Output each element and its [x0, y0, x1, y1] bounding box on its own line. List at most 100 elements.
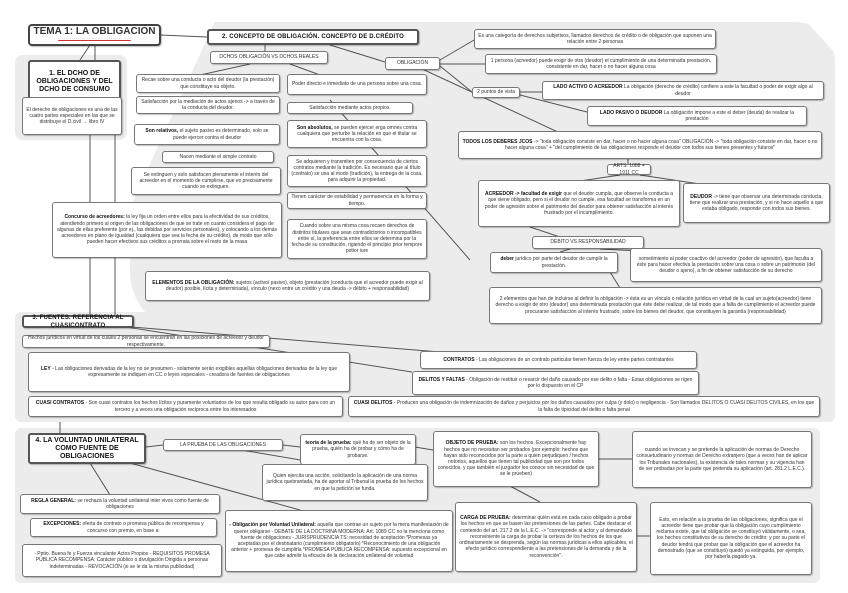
title-text: TEMA 1: LA OBLIGACIÓN: [33, 25, 156, 37]
node-deudor-text: DEUDOR -> tiene que observar una determi…: [687, 194, 826, 213]
node-l5-text: Se extinguen y solo satisfacen plenament…: [135, 172, 277, 191]
node-r6: Cuando sobre una misma cosa recaen derec…: [287, 219, 427, 259]
node-contratos: CONTRATOS - Las obligaciones de un contr…: [420, 351, 697, 369]
node-hechos-text: Hechos jurídicos en virtud de los cuales…: [26, 335, 266, 347]
node-r5: Tienen carácter de estabilidad y permane…: [287, 192, 427, 209]
node-hechos: Hechos jurídicos en virtud de los cuales…: [22, 335, 270, 348]
node-categoria-body: Es una categoría de derechos subjetivos,…: [478, 32, 712, 45]
node-pasivo-text: LADO PASIVO O DEUDOR La obligación impon…: [591, 110, 803, 122]
title-subtitle: · ··· ····· ·· ····· ·· ······ ·· ···: [58, 36, 131, 40]
node-r4: Se adquieren y transmiten por consecuenc…: [287, 155, 427, 187]
node-r1-body: Poder directo e inmediato de una persona…: [291, 81, 423, 88]
node-arts-text: ARTS. 1088 + 1911 CC: [611, 163, 647, 175]
node-l2-body: Satisfacción por la mediación de actos a…: [141, 98, 275, 111]
node-r3: Son absolutos, se pueden ejercer erga om…: [287, 120, 427, 148]
node-cuasicontratos: CUASI CONTRATOS - Son cuasi contratos lo…: [28, 396, 343, 417]
node-l1-text: Recae sobre una conducta o acto del deud…: [140, 77, 276, 89]
node-persona-body: 1 persona (acreedor) puede exigir de otr…: [490, 57, 712, 70]
node-r1: Poder directo e inmediato de una persona…: [287, 74, 427, 95]
node-categoria: Es una categoría de derechos subjetivos,…: [474, 29, 716, 49]
node-deber-text: deber jurídico por parte del deudor de c…: [494, 256, 614, 268]
node-cuasidelitos-text: CUASI DELITOS - Producen una obligación …: [352, 400, 816, 412]
node-r5-text: Tienen carácter de estabilidad y permane…: [291, 194, 423, 206]
node-sometimiento-text: sometimiento al poder coactivo del acree…: [634, 256, 818, 275]
node-deber-body: jurídico por parte del deudor de cumplir…: [515, 256, 608, 269]
node-obligacion-text: OBLIGACIÓN: [397, 60, 428, 66]
node-objeto-heading: OBJETO DE PRUEBA:: [445, 440, 499, 447]
node-r3-body: se pueden ejercer erga omnes contra cual…: [297, 124, 418, 144]
node-sec1-heading: 1. EL DCHO DE OBLIGACIONES Y DEL DCHO DE…: [36, 70, 113, 93]
node-r4-text: Se adquieren y transmiten por consecuenc…: [291, 159, 423, 184]
node-puntos-body: 2 puntos de vista: [477, 89, 515, 96]
node-r6-text: Cuando sobre una misma cosa recaen derec…: [291, 223, 423, 254]
node-carga: CARGA DE PRUEBA: determinar quién está e…: [455, 502, 637, 572]
node-cuasicontratos-heading: CUASI CONTRATOS: [35, 400, 85, 407]
node-l3-heading: Son relativos,: [145, 128, 179, 135]
node-voluntad-text: - Obligación por Voluntad Unilateral: aq…: [229, 522, 449, 559]
node-regla-body: se rechaza la voluntad unilateral inter …: [77, 497, 209, 510]
node-l1-body: Recae sobre una conducta o acto del deud…: [141, 77, 275, 90]
node-categoria-text: Es una categoría de derechos subjetivos,…: [478, 33, 712, 45]
node-acreedor-heading: ACREEDOR -> facultad de exigir: [484, 191, 563, 198]
node-regla-heading: REGLA GENERAL:: [31, 497, 76, 504]
node-l3-text: Son relativos, el sujeto pasivo es deter…: [138, 128, 276, 140]
node-prueba-body: LA PRUEBA DE LAS OBLIGACIONES: [180, 441, 266, 448]
node-elementos-text: ELEMENTOS DE LA OBLIGACIÓN: sujetos (act…: [149, 280, 426, 292]
node-l4: Nacen mediante el simple contrato: [162, 151, 274, 163]
node-cuasicontratos-body: - Son cuasi contratos los hechos lícitos…: [85, 400, 336, 413]
node-concurso-heading: Concurso de acreedores:: [64, 214, 125, 221]
node-delitos: DELITOS Y FALTAS - Obligación de restitu…: [412, 371, 699, 395]
node-l2-text: Satisfacción por la mediación de actos a…: [140, 99, 276, 111]
node-acreedor-text: ACREEDOR -> facultad de exigir que el de…: [482, 191, 676, 216]
node-sec2-text: 2. CONCEPTO DE OBLIGACIÓN. CONCEPTO DE D…: [222, 33, 404, 41]
node-regla: REGLA GENERAL: se rechaza la voluntad un…: [20, 494, 220, 514]
node-arts: ARTS. 1088 + 1911 CC: [607, 163, 651, 176]
node-teoria-heading: teoría de la prueba:: [305, 440, 352, 447]
node-deberes: TODOS LOS DEBERES JCOS -> "toda obligaci…: [458, 131, 822, 159]
node-sec4-heading: 4. LA VOLUNTAD UNILATERAL COMO FUENTE DE…: [35, 436, 139, 460]
node-activo-heading: LADO ACTIVO O ACREEDOR: [553, 84, 623, 91]
node-r2-text: Satisfacción mediante actos propios.: [309, 105, 390, 111]
node-esto-body: Esto, en relación a la prueba de las obl…: [656, 516, 806, 560]
node-prueba-text: LA PRUEBA DE LAS OBLIGACIONES: [180, 442, 266, 448]
node-invocan-body: cuando se invocan y se pretende la aplic…: [636, 447, 808, 472]
node-arts-body: ARTS. 1088 + 1911 CC: [613, 163, 645, 176]
node-sometimiento-body: sometimiento al poder coactivo del acree…: [636, 255, 816, 275]
node-elementos: ELEMENTOS DE LA OBLIGACIÓN: sujetos (act…: [145, 271, 430, 301]
node-deberes-heading: TODOS LOS DEBERES JCOS: [462, 138, 533, 145]
node-r5-body: Tienen carácter de estabilidad y permane…: [291, 194, 423, 207]
node-contratos-body: - Las obligaciones de un contrato partic…: [475, 356, 674, 363]
node-deber: deber jurídico por parte del deudor de c…: [490, 252, 618, 273]
node-puntos: 2 puntos de vista: [472, 87, 520, 98]
node-l5-body: Se extinguen y solo satisfacen plenament…: [139, 171, 273, 191]
node-pptio-body: - Pptio. Buena fe y Fuerza vinculante Ac…: [34, 551, 210, 570]
node-l5: Se extinguen y solo satisfacen plenament…: [131, 167, 281, 195]
node-concurso-text: Concurso de acreedores: la ley fija un o…: [56, 214, 278, 245]
node-cuasidelitos-body: - Producen una obligación de indemnizaci…: [393, 400, 815, 413]
node-voluntad-body: aquella que contrae un sujeto por la mer…: [231, 522, 449, 560]
node-l3: Son relativos, el sujeto pasivo es deter…: [134, 124, 280, 145]
node-carga-heading: CARGA DE PRUEBA:: [460, 515, 511, 522]
node-debito: DÉBITO VS RESPONSABILIDAD: [532, 236, 644, 249]
node-pptio: - Pptio. Buena fe y Fuerza vinculante Ac…: [22, 544, 222, 577]
node-persona: 1 persona (acreedor) puede exigir de otr…: [485, 54, 717, 74]
node-teoria-body: qué ha de ser objeto de la prueba, quién…: [312, 440, 411, 459]
node-invocan-text: cuando se invocan y se pretende la aplic…: [636, 447, 808, 472]
node-sec1-text: 1. EL DCHO DE OBLIGACIONES Y DEL DCHO DE…: [33, 70, 116, 94]
node-acreedor-body: que el deudor cumpla, que observe la con…: [484, 191, 674, 216]
node-sec3: 3. FUENTES. REFERENCIA AL CUASICONTRATO: [22, 315, 134, 329]
node-quien-body: Quien ejercita una acción, solicitando l…: [266, 473, 424, 492]
node-elementos-heading: ELEMENTOS DE LA OBLIGACIÓN:: [152, 279, 235, 286]
node-delitos-text: DELITOS Y FALTAS - Obligación de restitu…: [416, 377, 695, 389]
node-invocan: cuando se invocan y se pretende la aplic…: [632, 431, 812, 488]
node-ley-body: - Las obligaciones derivadas de la ley n…: [52, 365, 338, 378]
node-debito-text: DÉBITO VS RESPONSABILIDAD: [550, 239, 625, 245]
node-teoria-text: teoría de la prueba: qué ha de ser objet…: [304, 440, 412, 459]
node-carga-body: determinar quién está en cada caso oblig…: [459, 515, 633, 559]
node-pasivo-heading: LADO PASIVO O DEUDOR: [599, 109, 663, 116]
node-r3-heading: Son absolutos,: [296, 124, 333, 131]
node-pasivo-body: La obligación impone a este el deber (de…: [663, 109, 795, 122]
node-obligacion: OBLIGACIÓN: [385, 57, 440, 70]
node-debito-body: DÉBITO VS RESPONSABILIDAD: [550, 239, 626, 246]
node-sec4: 4. LA VOLUNTAD UNILATERAL COMO FUENTE DE…: [28, 433, 146, 464]
